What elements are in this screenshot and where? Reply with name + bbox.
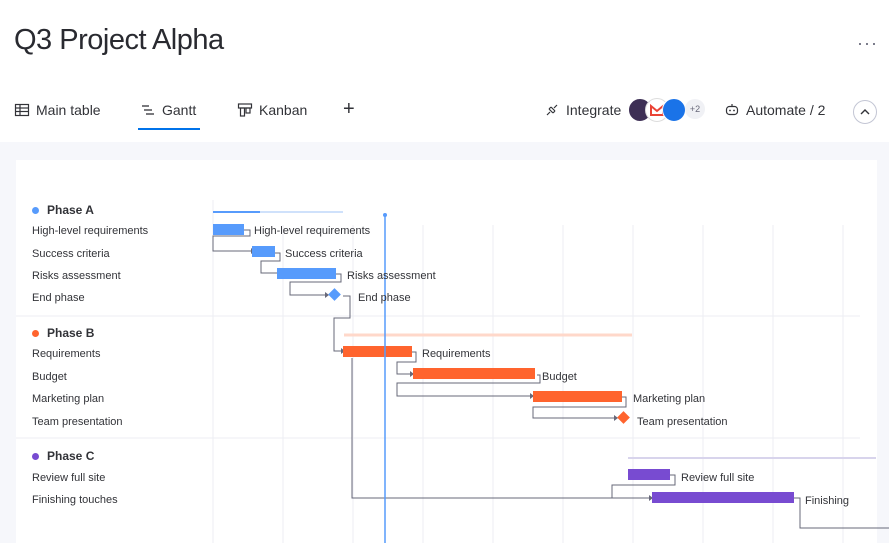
- gantt-board: [16, 160, 877, 543]
- gantt-bar-finishing-touches[interactable]: [652, 492, 794, 503]
- task-label[interactable]: Success criteria: [32, 248, 110, 260]
- bar-label: High-level requirements: [254, 225, 371, 237]
- integrate-button[interactable]: Integrate: [544, 102, 621, 118]
- phase-color-dot: [32, 329, 39, 337]
- view-switcher: Main table Gantt Kanban + Integrate: [0, 98, 889, 132]
- gantt-bar-risks-assessment[interactable]: [277, 268, 336, 279]
- add-view-button[interactable]: +: [343, 98, 355, 120]
- collapse-header-button[interactable]: [853, 100, 877, 124]
- phase-name: Phase A: [47, 203, 94, 217]
- bar-label: Requirements: [422, 348, 491, 360]
- task-label[interactable]: Requirements: [32, 348, 101, 360]
- chevron-up-icon: [860, 109, 870, 115]
- bar-label: End phase: [358, 292, 411, 304]
- bar-label: Budget: [542, 371, 577, 383]
- integration-app-icon: [662, 98, 686, 122]
- bar-label: Team presentation: [637, 416, 728, 428]
- tab-main-table[interactable]: Main table: [14, 102, 101, 118]
- task-label[interactable]: Risks assessment: [32, 270, 121, 282]
- bar-label: Review full site: [681, 472, 755, 484]
- more-options-button[interactable]: ···: [857, 33, 878, 53]
- milestone-team-presentation[interactable]: [617, 411, 630, 424]
- task-label[interactable]: End phase: [32, 292, 85, 304]
- phase-c-header[interactable]: Phase C: [32, 449, 94, 463]
- tab-gantt[interactable]: Gantt: [137, 102, 201, 130]
- phase-name: Phase B: [47, 326, 95, 340]
- gantt-bar-budget[interactable]: [413, 368, 535, 379]
- tab-label: Main table: [36, 102, 101, 118]
- table-icon: [14, 103, 30, 117]
- kanban-icon: [237, 103, 253, 117]
- phase-a-header[interactable]: Phase A: [32, 203, 94, 217]
- bar-label: Success criteria: [285, 248, 363, 260]
- dependency-arrows: [212, 229, 889, 529]
- phase-name: Phase C: [47, 449, 95, 463]
- task-label[interactable]: High-level requirements: [32, 225, 149, 237]
- gantt-icon: [142, 105, 154, 115]
- more-integrations-count: +2: [685, 99, 705, 119]
- gantt-bar-requirements[interactable]: [343, 346, 412, 357]
- phase-b-header[interactable]: Phase B: [32, 326, 94, 340]
- plug-icon: [546, 104, 558, 116]
- bar-label: Marketing plan: [633, 393, 706, 405]
- gantt-bar-review-full-site[interactable]: [628, 469, 670, 480]
- gantt-bar-high-level-requirements[interactable]: [213, 224, 244, 235]
- page-title: Q3 Project Alpha: [14, 24, 224, 56]
- task-label[interactable]: Finishing touches: [32, 494, 118, 506]
- automate-label: Automate / 2: [746, 102, 826, 118]
- grid-lines: [16, 200, 860, 543]
- task-label[interactable]: Review full site: [32, 472, 106, 484]
- gantt-bar-success-criteria[interactable]: [252, 246, 275, 257]
- task-label[interactable]: Budget: [32, 371, 67, 383]
- robot-icon: [725, 104, 739, 116]
- gantt-bar-marketing-plan[interactable]: [533, 391, 622, 402]
- milestone-end-phase[interactable]: [328, 288, 341, 301]
- bar-label: Finishing: [805, 495, 850, 507]
- tab-label: Gantt: [162, 102, 197, 118]
- tab-label: Kanban: [259, 102, 308, 118]
- bar-label: Risks assessment: [347, 270, 436, 282]
- today-marker-dot: [383, 213, 387, 217]
- tab-kanban[interactable]: Kanban: [237, 102, 307, 118]
- task-label[interactable]: Team presentation: [32, 416, 123, 428]
- phase-color-dot: [32, 206, 39, 214]
- task-label[interactable]: Marketing plan: [32, 393, 105, 405]
- automate-button[interactable]: Automate / 2: [724, 102, 825, 118]
- integrate-label: Integrate: [566, 102, 622, 118]
- phase-color-dot: [32, 452, 39, 460]
